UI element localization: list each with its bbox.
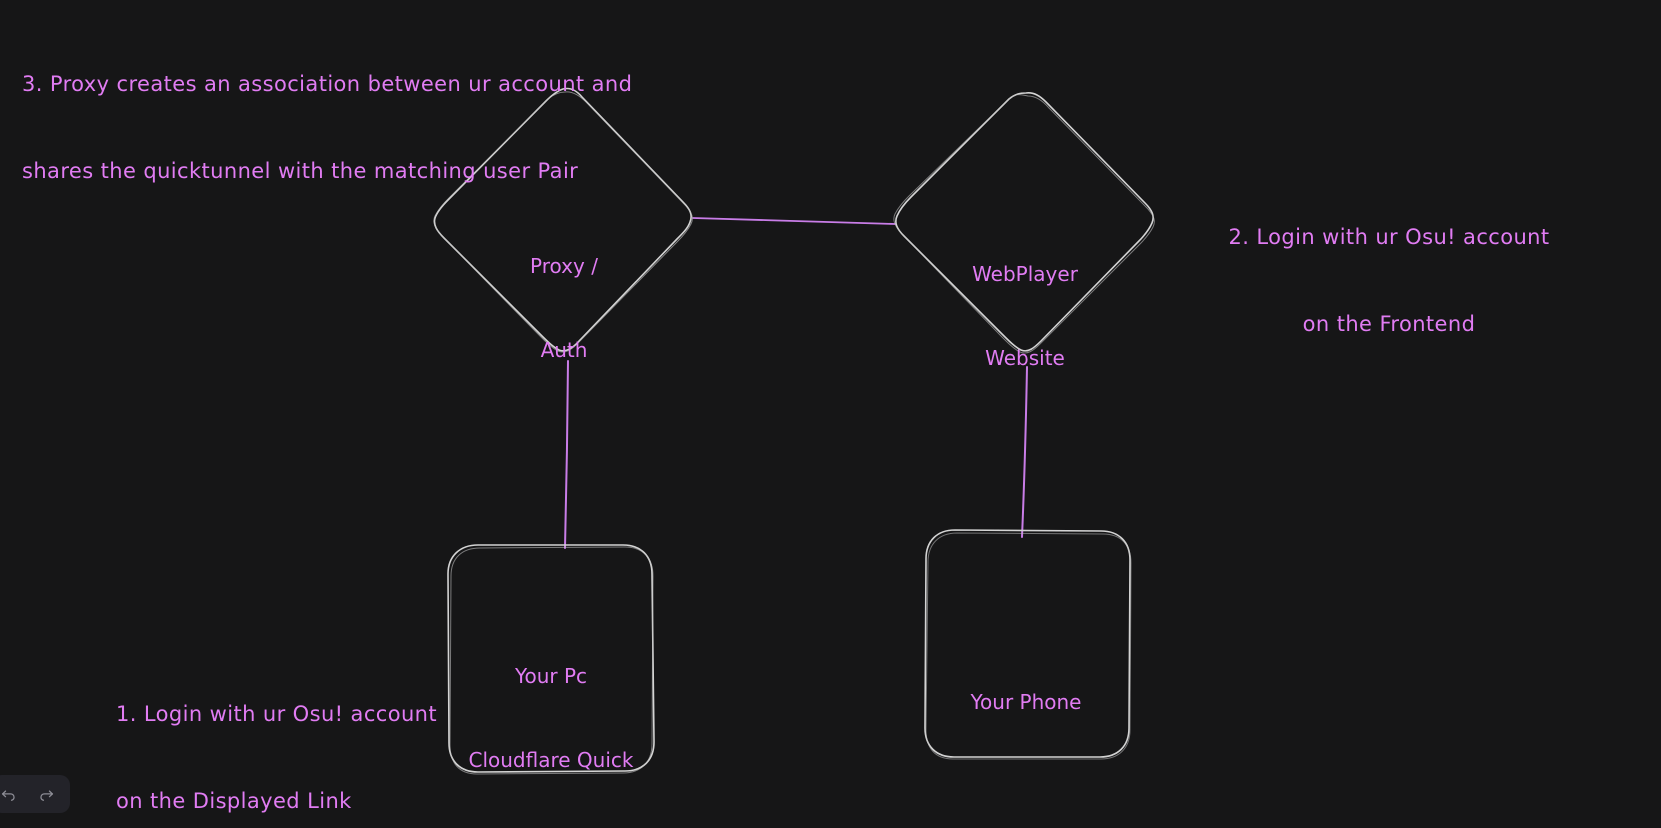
- annotation-line: 1. Login with ur Osu! account: [116, 702, 438, 726]
- undo-arrow-icon: [1, 789, 15, 801]
- node-your-pc[interactable]: [447, 544, 655, 775]
- annotation-line: on the Frontend: [1302, 312, 1476, 336]
- edge-proxy-to-webplayer: [692, 217, 896, 225]
- annotation-step-1: 1. Login with ur Osu! account on the Dis…: [116, 642, 437, 828]
- annotation-step-3: 3. Proxy creates an association between …: [22, 12, 632, 244]
- edge-webplayer-to-yourphone: [1021, 366, 1028, 538]
- node-your-phone[interactable]: [924, 529, 1132, 760]
- undo-button[interactable]: [0, 782, 20, 806]
- edge-proxy-to-yourpc: [564, 360, 569, 549]
- annotation-step-2: 2. Login with ur Osu! account on the Fro…: [1228, 165, 1550, 397]
- annotation-line: 3. Proxy creates an association between …: [22, 72, 633, 96]
- redo-button[interactable]: [34, 782, 58, 806]
- redo-arrow-icon: [39, 789, 53, 801]
- node-webplayer-website[interactable]: [893, 92, 1155, 354]
- history-toolbar: [0, 775, 70, 813]
- annotation-line: shares the quicktunnel with the matching…: [22, 159, 579, 183]
- annotation-line: 2. Login with ur Osu! account: [1228, 225, 1550, 249]
- annotation-line: on the Displayed Link: [116, 789, 352, 813]
- node-proxy-auth[interactable]: [433, 87, 693, 353]
